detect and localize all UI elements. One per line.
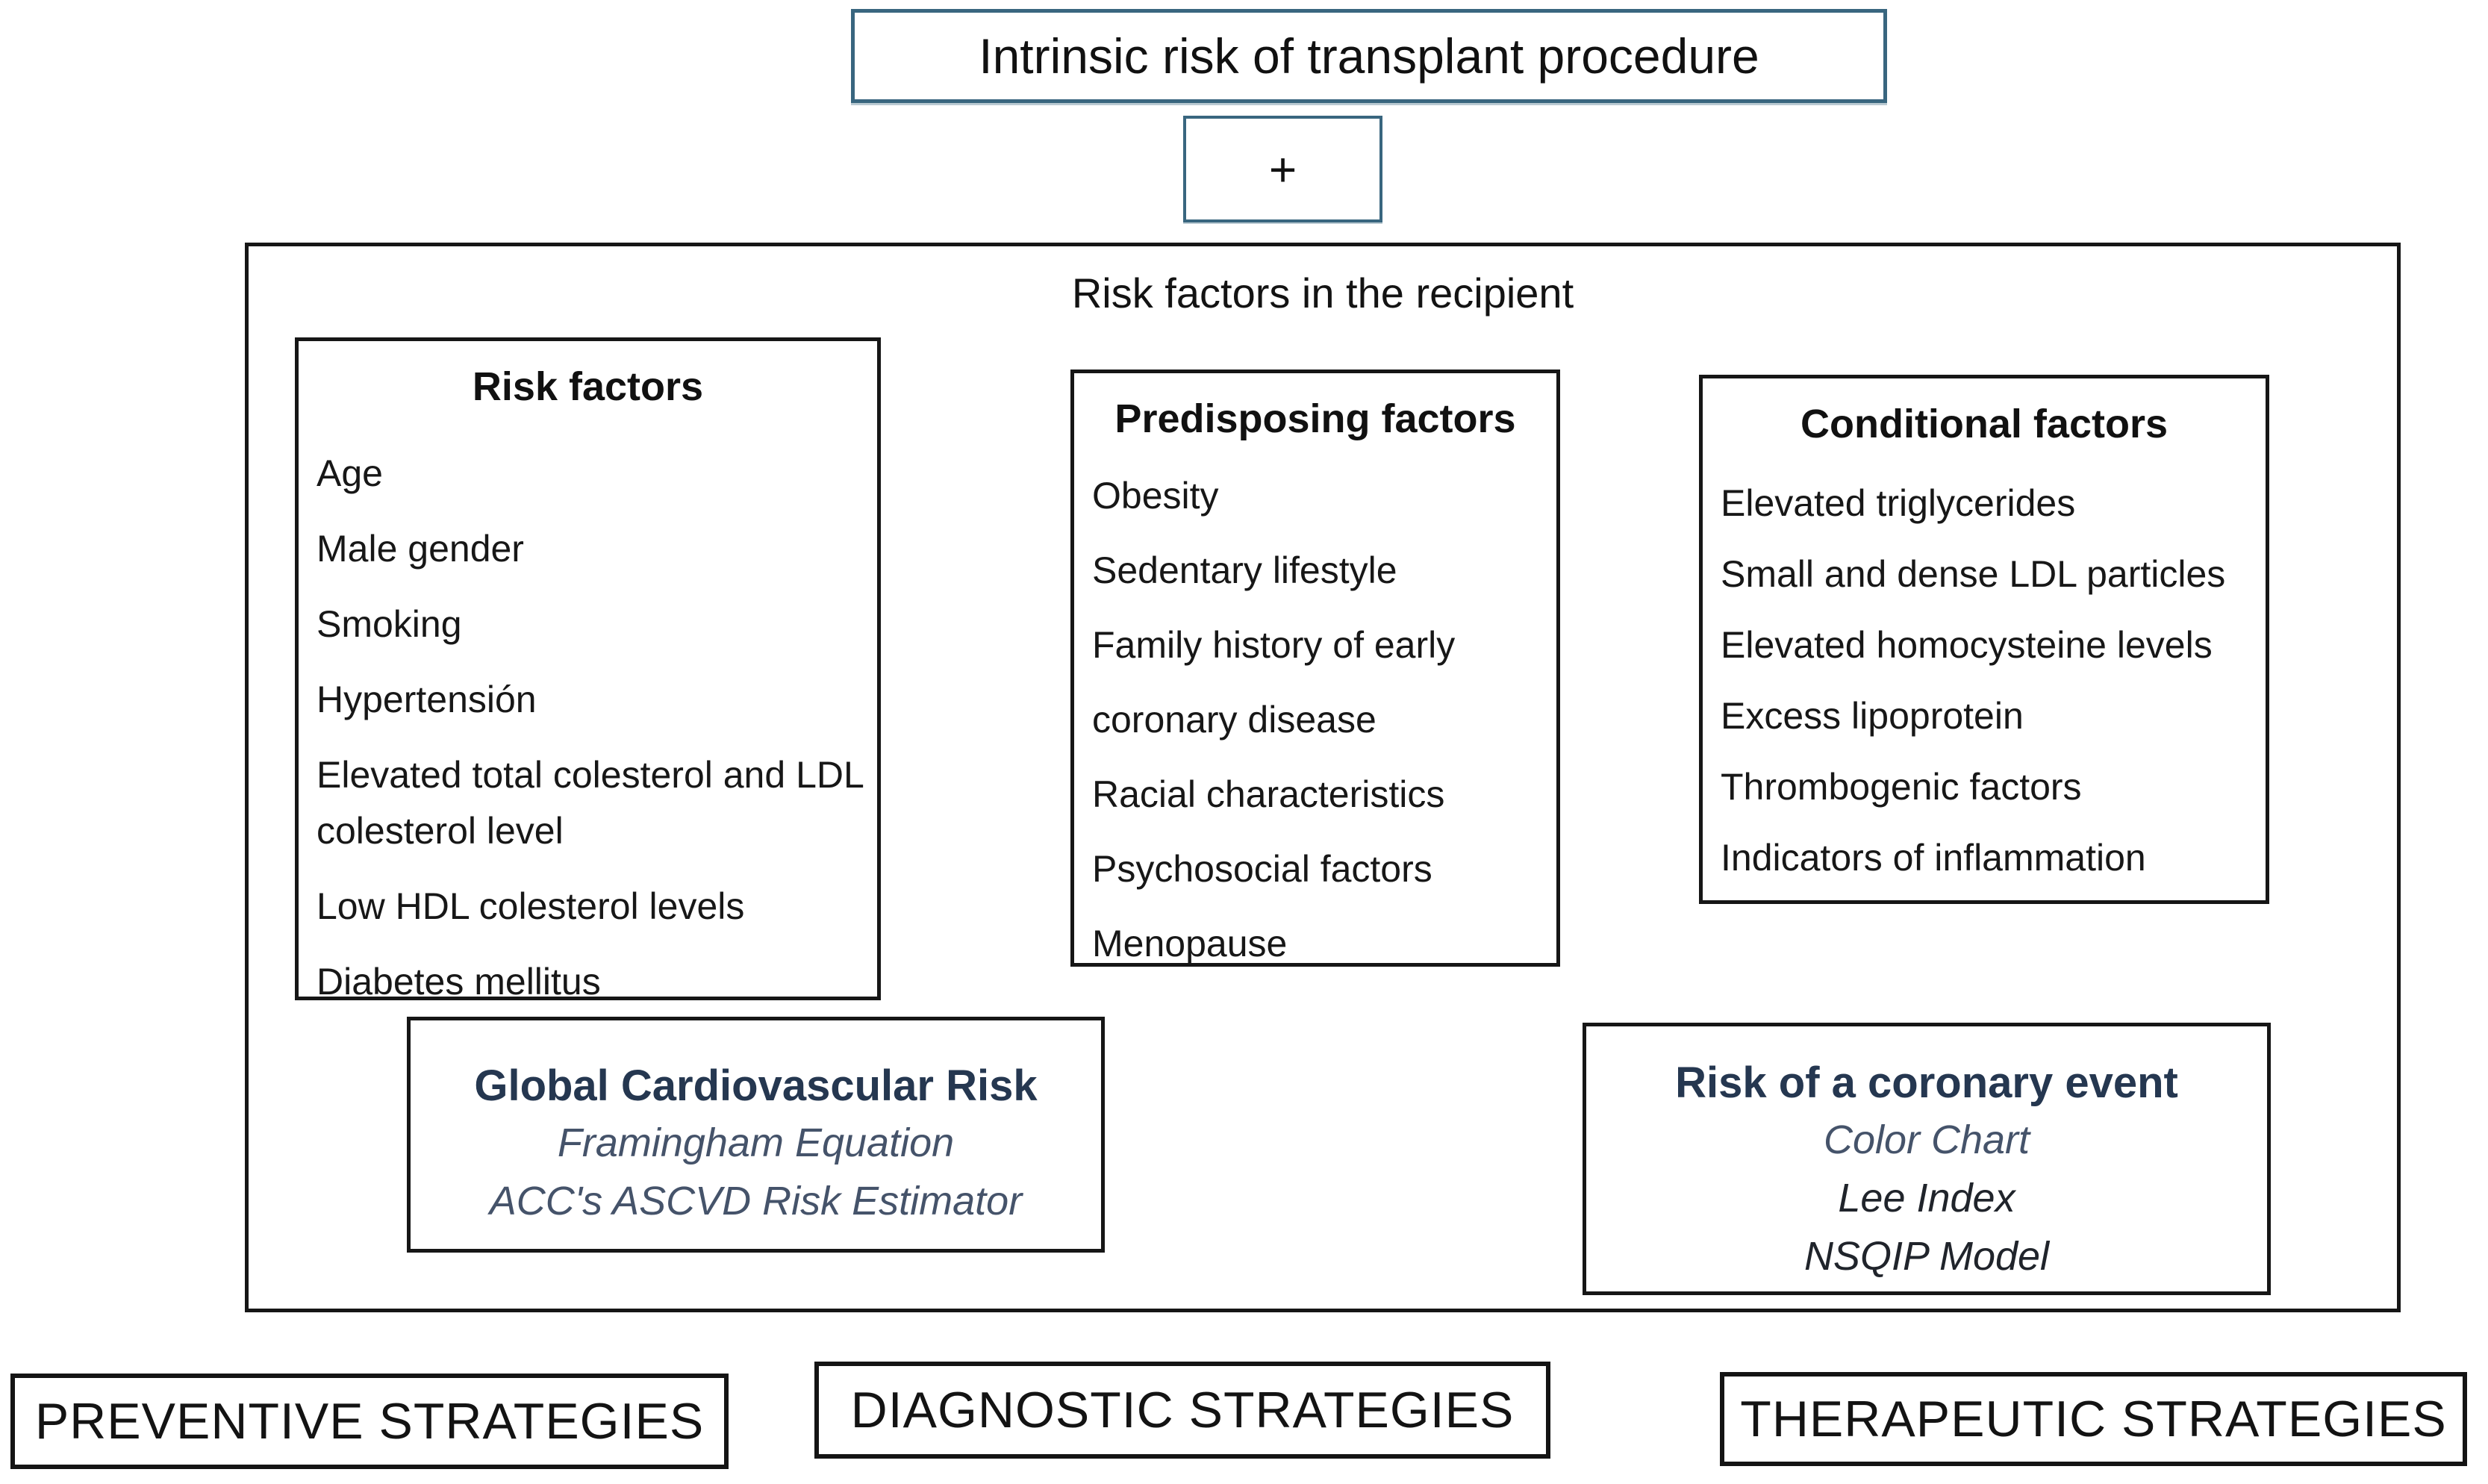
list-item: Smoking	[317, 603, 462, 645]
diagnostic-strategies-label: DIAGNOSTIC STRATEGIES	[850, 1382, 1515, 1438]
risk-factors-box: Risk factors Age Male gender Smoking Hyp…	[295, 337, 881, 1003]
therapeutic-strategies-label: THERAPEUTIC STRATEGIES	[1740, 1391, 2447, 1447]
list-item: Elevated homocysteine levels	[1721, 624, 2213, 666]
coronary-event-risk-title: Risk of a coronary event	[1675, 1059, 2178, 1107]
list-item: Family history of early coronary disease	[1092, 624, 1456, 741]
recipient-title: Risk factors in the recipient	[1071, 269, 1574, 317]
list-item: Elevated total colesterol and LDL colest…	[317, 754, 863, 852]
intrinsic-risk-box: Intrinsic risk of transplant procedure	[851, 9, 1887, 103]
list-item: Excess lipoprotein	[1721, 695, 2024, 737]
predisposing-factors-list: Obesity Sedentary lifestyle Family histo…	[1074, 458, 1556, 981]
risk-tool: Color Chart	[1823, 1117, 2030, 1162]
list-item: Age	[317, 452, 383, 494]
list-item: Menopause	[1092, 923, 1288, 964]
conditional-factors-title: Conditional factors	[1800, 402, 2168, 446]
list-item: Thrombogenic factors	[1721, 766, 2082, 808]
predisposing-factors-box: Predisposing factors Obesity Sedentary l…	[1070, 370, 1560, 967]
risk-tool: Lee Index	[1838, 1175, 2015, 1220]
list-item: Low HDL colesterol levels	[317, 885, 745, 927]
diagnostic-strategies-box: DIAGNOSTIC STRATEGIES	[814, 1362, 1550, 1459]
list-item: Diabetes mellitus	[317, 961, 601, 1003]
list-item: Racial characteristics	[1092, 773, 1445, 815]
list-item: Small and dense LDL particles	[1721, 553, 2226, 595]
therapeutic-strategies-box: THERAPEUTIC STRATEGIES	[1720, 1372, 2467, 1466]
predisposing-factors-title: Predisposing factors	[1114, 396, 1516, 441]
list-item: Indicators of inflammation	[1721, 837, 2146, 879]
preventive-strategies-box: PREVENTIVE STRATEGIES	[10, 1374, 729, 1469]
list-item: Obesity	[1092, 475, 1219, 517]
conditional-factors-list: Elevated triglycerides Small and dense L…	[1703, 468, 2266, 894]
list-item: Psychosocial factors	[1092, 848, 1432, 890]
risk-factors-list: Age Male gender Smoking Hypertensión Ele…	[299, 446, 877, 1010]
preventive-strategies-label: PREVENTIVE STRATEGIES	[34, 1393, 705, 1450]
list-item: Elevated triglycerides	[1721, 482, 2076, 524]
risk-factors-title: Risk factors	[472, 364, 704, 409]
coronary-event-risk-box: Risk of a coronary event Color Chart Lee…	[1583, 1023, 2271, 1295]
recipient-risk-container: Risk factors in the recipient Risk facto…	[245, 243, 2401, 1312]
intrinsic-risk-title: Intrinsic risk of transplant procedure	[979, 28, 1759, 84]
risk-tool: ACC's ASCVD Risk Estimator	[489, 1178, 1023, 1223]
list-item: Male gender	[317, 528, 524, 570]
list-item: Hypertensión	[317, 679, 537, 720]
global-cardiovascular-risk-title: Global Cardiovascular Risk	[474, 1061, 1038, 1110]
risk-tool: Framingham Equation	[557, 1120, 955, 1165]
global-cardiovascular-risk-box: Global Cardiovascular Risk Framingham Eq…	[407, 1017, 1105, 1253]
risk-tool: NSQIP Model	[1803, 1234, 2050, 1279]
plus-sign: +	[1268, 142, 1297, 196]
list-item: Sedentary lifestyle	[1092, 549, 1397, 591]
plus-box: +	[1183, 116, 1382, 222]
conditional-factors-box: Conditional factors Elevated triglycerid…	[1699, 375, 2269, 904]
